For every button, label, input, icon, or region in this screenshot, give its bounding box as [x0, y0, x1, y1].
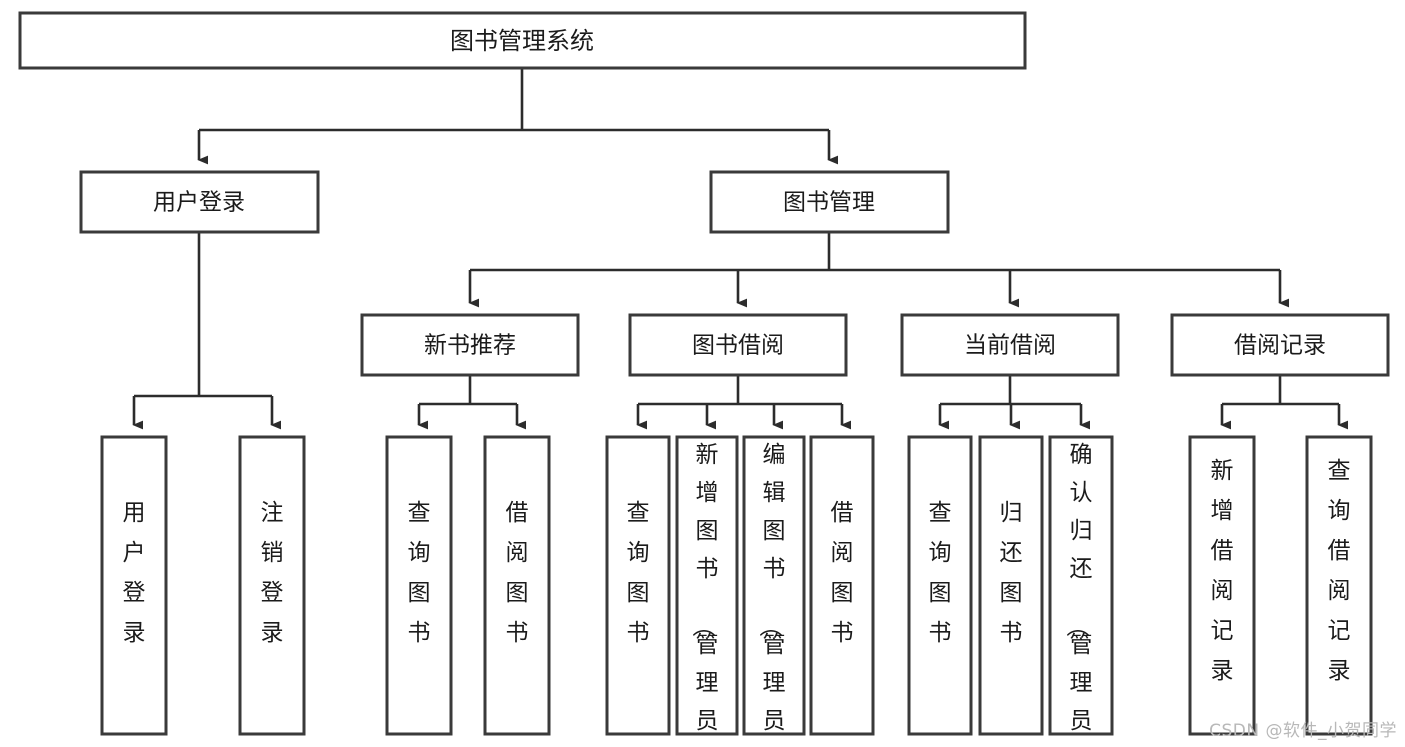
node-user-login-box[interactable] [79, 170, 320, 234]
leaf-confirm-return-admin-box[interactable] [1048, 435, 1114, 736]
node-current-borrow[interactable]: 当前借阅 [900, 313, 1120, 377]
leaf-logout-login-box[interactable] [238, 435, 306, 736]
node-book-borrow-box[interactable] [628, 313, 848, 377]
node-root-label: 图书管理系统 [450, 27, 594, 55]
leaf-borrow-book-borrow-box[interactable] [809, 435, 875, 736]
leaf-edit-book-admin[interactable]: 编辑图书（管理员） [742, 435, 806, 747]
leaf-return-book-label: 归还图书 [1000, 500, 1023, 646]
node-borrow-record-label: 借阅记录 [1234, 333, 1326, 359]
node-new-book-recommend[interactable]: 新书推荐 [360, 313, 580, 377]
node-book-management[interactable]: 图书管理 [709, 170, 950, 234]
node-user-login[interactable]: 用户登录 [79, 170, 320, 234]
leaf-query-book-borrow-box[interactable] [605, 435, 671, 736]
node-current-borrow-label: 当前借阅 [964, 333, 1056, 359]
leaf-return-book[interactable]: 归还图书 [978, 435, 1044, 736]
leaf-query-borrow-record-label: 查询借阅记录 [1328, 458, 1351, 684]
leaf-query-book-current[interactable]: 查询图书 [907, 435, 973, 736]
node-current-borrow-box[interactable] [900, 313, 1120, 377]
leaf-add-borrow-record[interactable]: 新增借阅记录 [1188, 435, 1256, 736]
node-borrow-record-box[interactable] [1170, 313, 1390, 377]
leaf-borrow-book-borrow[interactable]: 借阅图书 [809, 435, 875, 736]
node-new-book-recommend-label: 新书推荐 [424, 333, 516, 359]
leaf-add-book-admin-label: 新增图书（管理员） [690, 442, 719, 747]
leaf-query-book-borrow-label: 查询图书 [627, 500, 650, 646]
leaf-borrow-book-rec-label: 借阅图书 [506, 500, 529, 646]
node-root-box[interactable] [18, 11, 1027, 70]
leaf-confirm-return-admin[interactable]: 确认归还（管理员） [1048, 435, 1114, 747]
leaf-borrow-book-rec-box[interactable] [483, 435, 551, 736]
leaf-query-book-current-box[interactable] [907, 435, 973, 736]
leaf-query-book-rec[interactable]: 查询图书 [385, 435, 453, 736]
leaf-user-login-box[interactable] [100, 435, 168, 736]
leaf-logout-login-label: 注销登录 [261, 500, 284, 646]
connector-layer [132, 68, 1348, 430]
leaf-edit-book-admin-box[interactable] [742, 435, 806, 736]
node-book-management-label: 图书管理 [783, 190, 875, 216]
leaf-user-login[interactable]: 用户登录 [100, 435, 168, 736]
leaf-query-book-rec-box[interactable] [385, 435, 453, 736]
node-new-book-recommend-box[interactable] [360, 313, 580, 377]
node-user-login-label: 用户登录 [153, 190, 245, 216]
leaf-nodes: 用户登录 注销登录 查询图书 借阅图书 查询图书 新增图书（管理员） 编辑图书（… [100, 435, 1373, 747]
leaf-user-login-label: 用户登录 [123, 500, 146, 646]
leaf-query-book-current-label: 查询图书 [929, 500, 952, 646]
node-borrow-record[interactable]: 借阅记录 [1170, 313, 1390, 377]
leaf-confirm-return-admin-label: 确认归还（管理员） [1064, 442, 1093, 747]
node-book-borrow[interactable]: 图书借阅 [628, 313, 848, 377]
leaf-logout-login[interactable]: 注销登录 [238, 435, 306, 736]
leaf-borrow-book-borrow-label: 借阅图书 [831, 500, 854, 646]
leaf-add-book-admin[interactable]: 新增图书（管理员） [675, 435, 739, 747]
leaf-query-borrow-record[interactable]: 查询借阅记录 [1305, 435, 1373, 736]
leaf-add-borrow-record-label: 新增借阅记录 [1211, 458, 1234, 684]
node-book-management-box[interactable] [709, 170, 950, 234]
leaf-borrow-book-rec[interactable]: 借阅图书 [483, 435, 551, 736]
leaf-query-book-borrow[interactable]: 查询图书 [605, 435, 671, 736]
leaf-return-book-box[interactable] [978, 435, 1044, 736]
leaf-edit-book-admin-label: 编辑图书（管理员） [757, 442, 786, 747]
node-book-borrow-label: 图书借阅 [692, 333, 784, 359]
leaf-add-book-admin-box[interactable] [675, 435, 739, 736]
leaf-query-book-rec-label: 查询图书 [408, 500, 431, 646]
leaf-add-borrow-record-box[interactable] [1188, 435, 1256, 736]
leaf-query-borrow-record-box[interactable] [1305, 435, 1373, 736]
node-root[interactable]: 图书管理系统 [18, 11, 1027, 70]
